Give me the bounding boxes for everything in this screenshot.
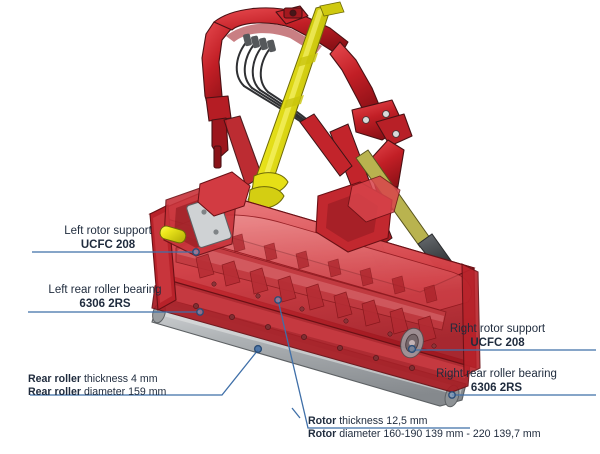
callout-left-rear-roller-bearing-line2: 6306 2RS <box>79 298 131 311</box>
callout-rotor-line2: Rotor diameter 160-190 139 mm - 220 139,… <box>308 428 598 441</box>
callout-rear-roller: Rear roller thickness 4 mm Rear roller d… <box>28 373 288 399</box>
callout-rear-roller-line2: Rear roller diameter 159 mm <box>28 386 288 399</box>
callout-rotor-line2-prefix: Rotor <box>308 428 337 441</box>
callout-rear-roller-line2-rest: diameter 159 mm <box>81 386 167 399</box>
deck-rivets <box>211 281 437 349</box>
callout-rear-roller-line1: Rear roller thickness 4 mm <box>28 373 288 386</box>
leader-rotor <box>277 299 470 429</box>
callout-rotor-line1: Rotor thickness 12,5 mm <box>308 415 598 428</box>
callout-rotor: Rotor thickness 12,5 mm Rotor diameter 1… <box>308 415 598 441</box>
callout-rear-roller-line1-rest: thickness 4 mm <box>81 373 158 385</box>
callout-right-rotor-support: Right rotor support UCFC 208 <box>400 322 595 351</box>
drive-cluster <box>315 175 401 253</box>
gearbox-housing <box>159 171 251 257</box>
callout-left-rear-roller-bearing-line1: Left rear roller bearing <box>48 284 162 296</box>
hose-fittings <box>243 33 276 53</box>
callout-right-rear-roller-bearing-line1: Right rear roller bearing <box>436 368 557 380</box>
callout-rear-roller-line1-prefix: Rear roller <box>28 373 81 385</box>
callout-rotor-line1-prefix: Rotor <box>308 415 337 427</box>
callout-rotor-line2-rest: diameter 160-190 139 mm - 220 139,7 mm <box>336 428 541 441</box>
leader-rear-roller <box>30 349 259 396</box>
leader-point-markers <box>192 248 456 399</box>
callout-left-rotor-support: Left rotor support UCFC 208 <box>18 224 198 253</box>
callout-right-rotor-support-line1: Right rotor support <box>449 323 546 335</box>
callout-left-rotor-support-line1: Left rotor support <box>64 225 152 237</box>
callout-right-rear-roller-bearing: Right rear roller bearing 6306 2RS <box>398 367 595 396</box>
callout-rear-roller-line2-prefix: Rear roller <box>28 386 81 399</box>
callout-left-rear-roller-bearing: Left rear roller bearing 6306 2RS <box>10 283 200 312</box>
pto-drive-shaft <box>247 1 345 210</box>
leader-rotor-tick <box>291 407 301 419</box>
callout-right-rear-roller-bearing-line2: 6306 2RS <box>470 382 523 395</box>
housing-bolts <box>193 303 415 371</box>
callout-right-rotor-support-line2: UCFC 208 <box>470 337 525 350</box>
callout-left-rotor-support-line2: UCFC 208 <box>80 239 136 252</box>
callout-rotor-line1-rest: thickness 12,5 mm <box>336 415 428 427</box>
